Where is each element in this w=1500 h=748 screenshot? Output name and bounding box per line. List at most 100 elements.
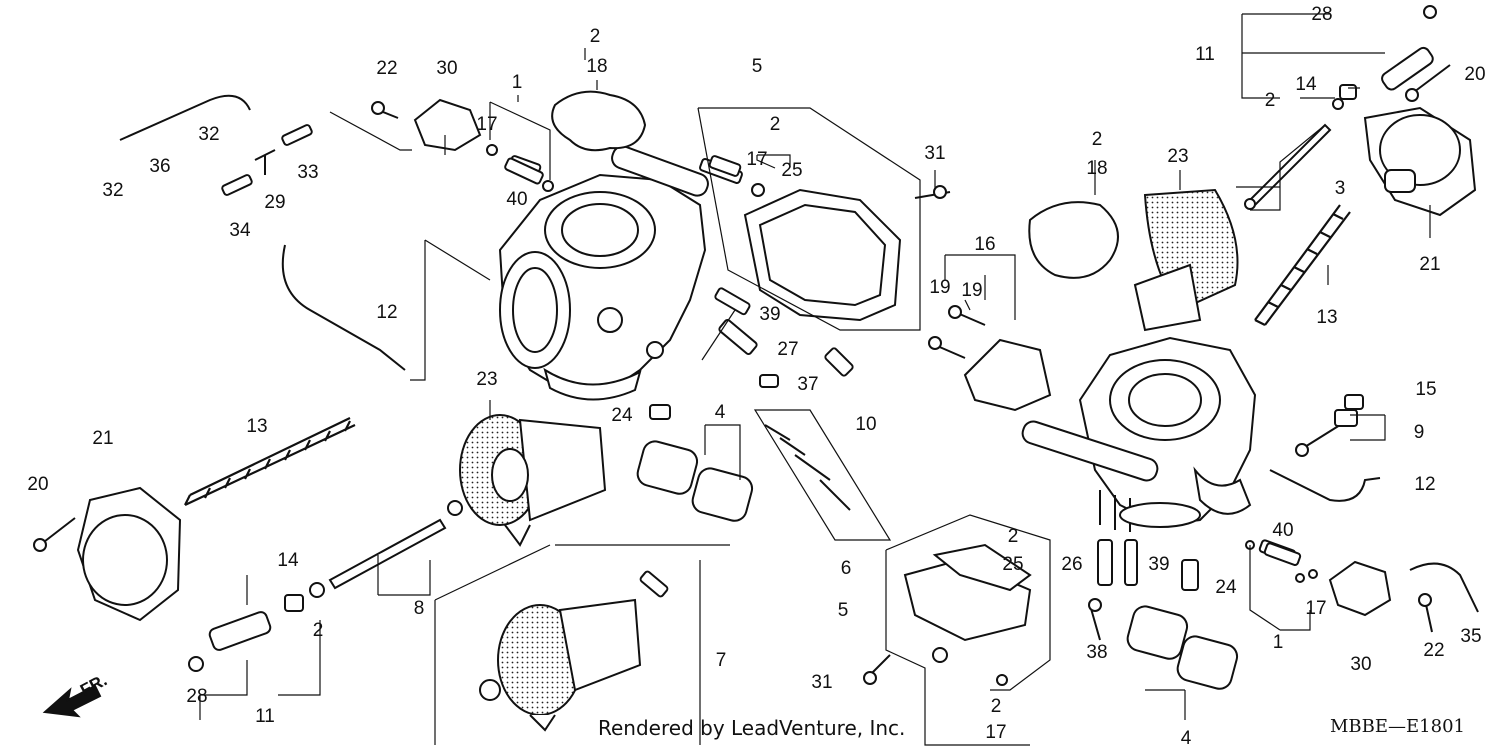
- callout: 32: [198, 124, 219, 145]
- callout: 2: [770, 114, 781, 135]
- float-chamber-lower: [903, 543, 1032, 686]
- diaphragm-23-left: [459, 414, 607, 547]
- hose-35: [1409, 562, 1479, 613]
- callout: 36: [149, 156, 170, 177]
- spring-13-right: [1254, 204, 1351, 326]
- callout: 1: [1273, 632, 1284, 653]
- callout: 11: [1195, 44, 1215, 65]
- callout: 37: [797, 374, 818, 395]
- callout: 25: [1002, 554, 1023, 575]
- callout: 28: [186, 686, 207, 707]
- callout: 18: [586, 56, 607, 77]
- sensor-30-bottom: [1328, 560, 1392, 617]
- spring-13-left: [184, 417, 356, 506]
- callout: 17: [476, 114, 497, 135]
- callout: 20: [27, 474, 48, 495]
- top-cover-21-right: [1363, 106, 1477, 217]
- callout: 15: [1415, 379, 1436, 400]
- callout: 26: [1061, 554, 1082, 575]
- part-drawings: [33, 5, 1479, 732]
- sensor-30-top: [413, 98, 482, 152]
- callout: 8: [414, 598, 425, 619]
- callout: 5: [838, 600, 849, 621]
- callout: 21: [1419, 254, 1440, 275]
- callout: 32: [102, 180, 123, 201]
- callout: 24: [611, 405, 633, 426]
- callout: 17: [985, 722, 1006, 743]
- callout: 23: [476, 369, 497, 390]
- jet-needle-3: [1248, 123, 1332, 207]
- callout: 1: [512, 72, 523, 93]
- callout: 34: [229, 220, 251, 241]
- callout: 13: [246, 416, 267, 437]
- callout: 2: [1265, 90, 1276, 111]
- callout: 31: [811, 672, 832, 693]
- front-arrow-icon: [42, 684, 102, 718]
- callout: 27: [777, 339, 798, 360]
- render-credit: Rendered by LeadVenture, Inc.: [598, 716, 906, 740]
- callout: 33: [297, 162, 318, 183]
- carburetor-body-left: [498, 145, 709, 401]
- jet-group-6: [764, 424, 851, 511]
- carburetor-body-right: [1021, 336, 1257, 532]
- fuel-tube-12-right: [1269, 469, 1381, 502]
- callout: 22: [376, 58, 397, 79]
- gasket-18-right: [1028, 201, 1119, 279]
- float-4-upper: [636, 440, 754, 522]
- callout: 5: [752, 56, 763, 77]
- callout: 19: [961, 280, 982, 301]
- callout: 21: [92, 428, 113, 449]
- callout: 2: [1008, 526, 1019, 547]
- callout: 12: [376, 302, 397, 323]
- callout: 29: [264, 192, 285, 213]
- diaphragm-7-kit: [479, 570, 669, 732]
- callout: 11: [255, 706, 275, 727]
- callout: 23: [1167, 146, 1188, 167]
- callout: 19: [929, 277, 950, 298]
- top-cover-21-left: [76, 486, 182, 622]
- jet-needle-8: [328, 518, 447, 590]
- callout: 22: [1423, 640, 1444, 661]
- callout: 14: [277, 550, 299, 571]
- callout: 40: [506, 189, 527, 210]
- hose-36: [119, 94, 251, 141]
- callout: 10: [855, 414, 876, 435]
- callout: 16: [974, 234, 995, 255]
- callout: 4: [1181, 728, 1192, 748]
- callout: 2: [991, 696, 1002, 717]
- callout: 13: [1316, 307, 1337, 328]
- diaphragm-23-right: [1133, 188, 1239, 332]
- callout: 17: [746, 149, 767, 170]
- callout: 25: [781, 160, 802, 181]
- gasket-18-left: [551, 90, 647, 152]
- callout: 38: [1086, 642, 1107, 663]
- diagram-code: MBBE—E1801: [1330, 716, 1465, 737]
- callout: 18: [1086, 158, 1107, 179]
- callout: 30: [1350, 654, 1371, 675]
- callout: 17: [1305, 598, 1326, 619]
- callout: 4: [715, 402, 726, 423]
- callout: 6: [841, 558, 852, 579]
- callout: 31: [924, 143, 945, 164]
- float-chamber-upper: [699, 158, 902, 322]
- callout: 2: [1092, 129, 1103, 150]
- callout: 39: [759, 304, 780, 325]
- fuel-tube-12-left: [281, 244, 406, 371]
- callout: 9: [1414, 422, 1425, 443]
- float-4-lower: [1126, 605, 1239, 690]
- callout: 3: [1335, 178, 1346, 199]
- callout: 28: [1311, 4, 1332, 25]
- callout: 2: [590, 26, 601, 47]
- callout: 14: [1295, 74, 1317, 95]
- callout: 24: [1215, 577, 1237, 598]
- callout: 30: [436, 58, 457, 79]
- callout: 2: [313, 620, 324, 641]
- leader-lines: [199, 13, 1431, 746]
- callout: 7: [716, 650, 727, 671]
- callout-labels: 28 11 14 20 2 3 21 13 23 2 18 16 19 19 3…: [27, 4, 1485, 748]
- washer-8: [447, 500, 463, 516]
- callout: 35: [1460, 626, 1481, 647]
- callout: 20: [1464, 64, 1485, 85]
- callout: 40: [1272, 520, 1293, 541]
